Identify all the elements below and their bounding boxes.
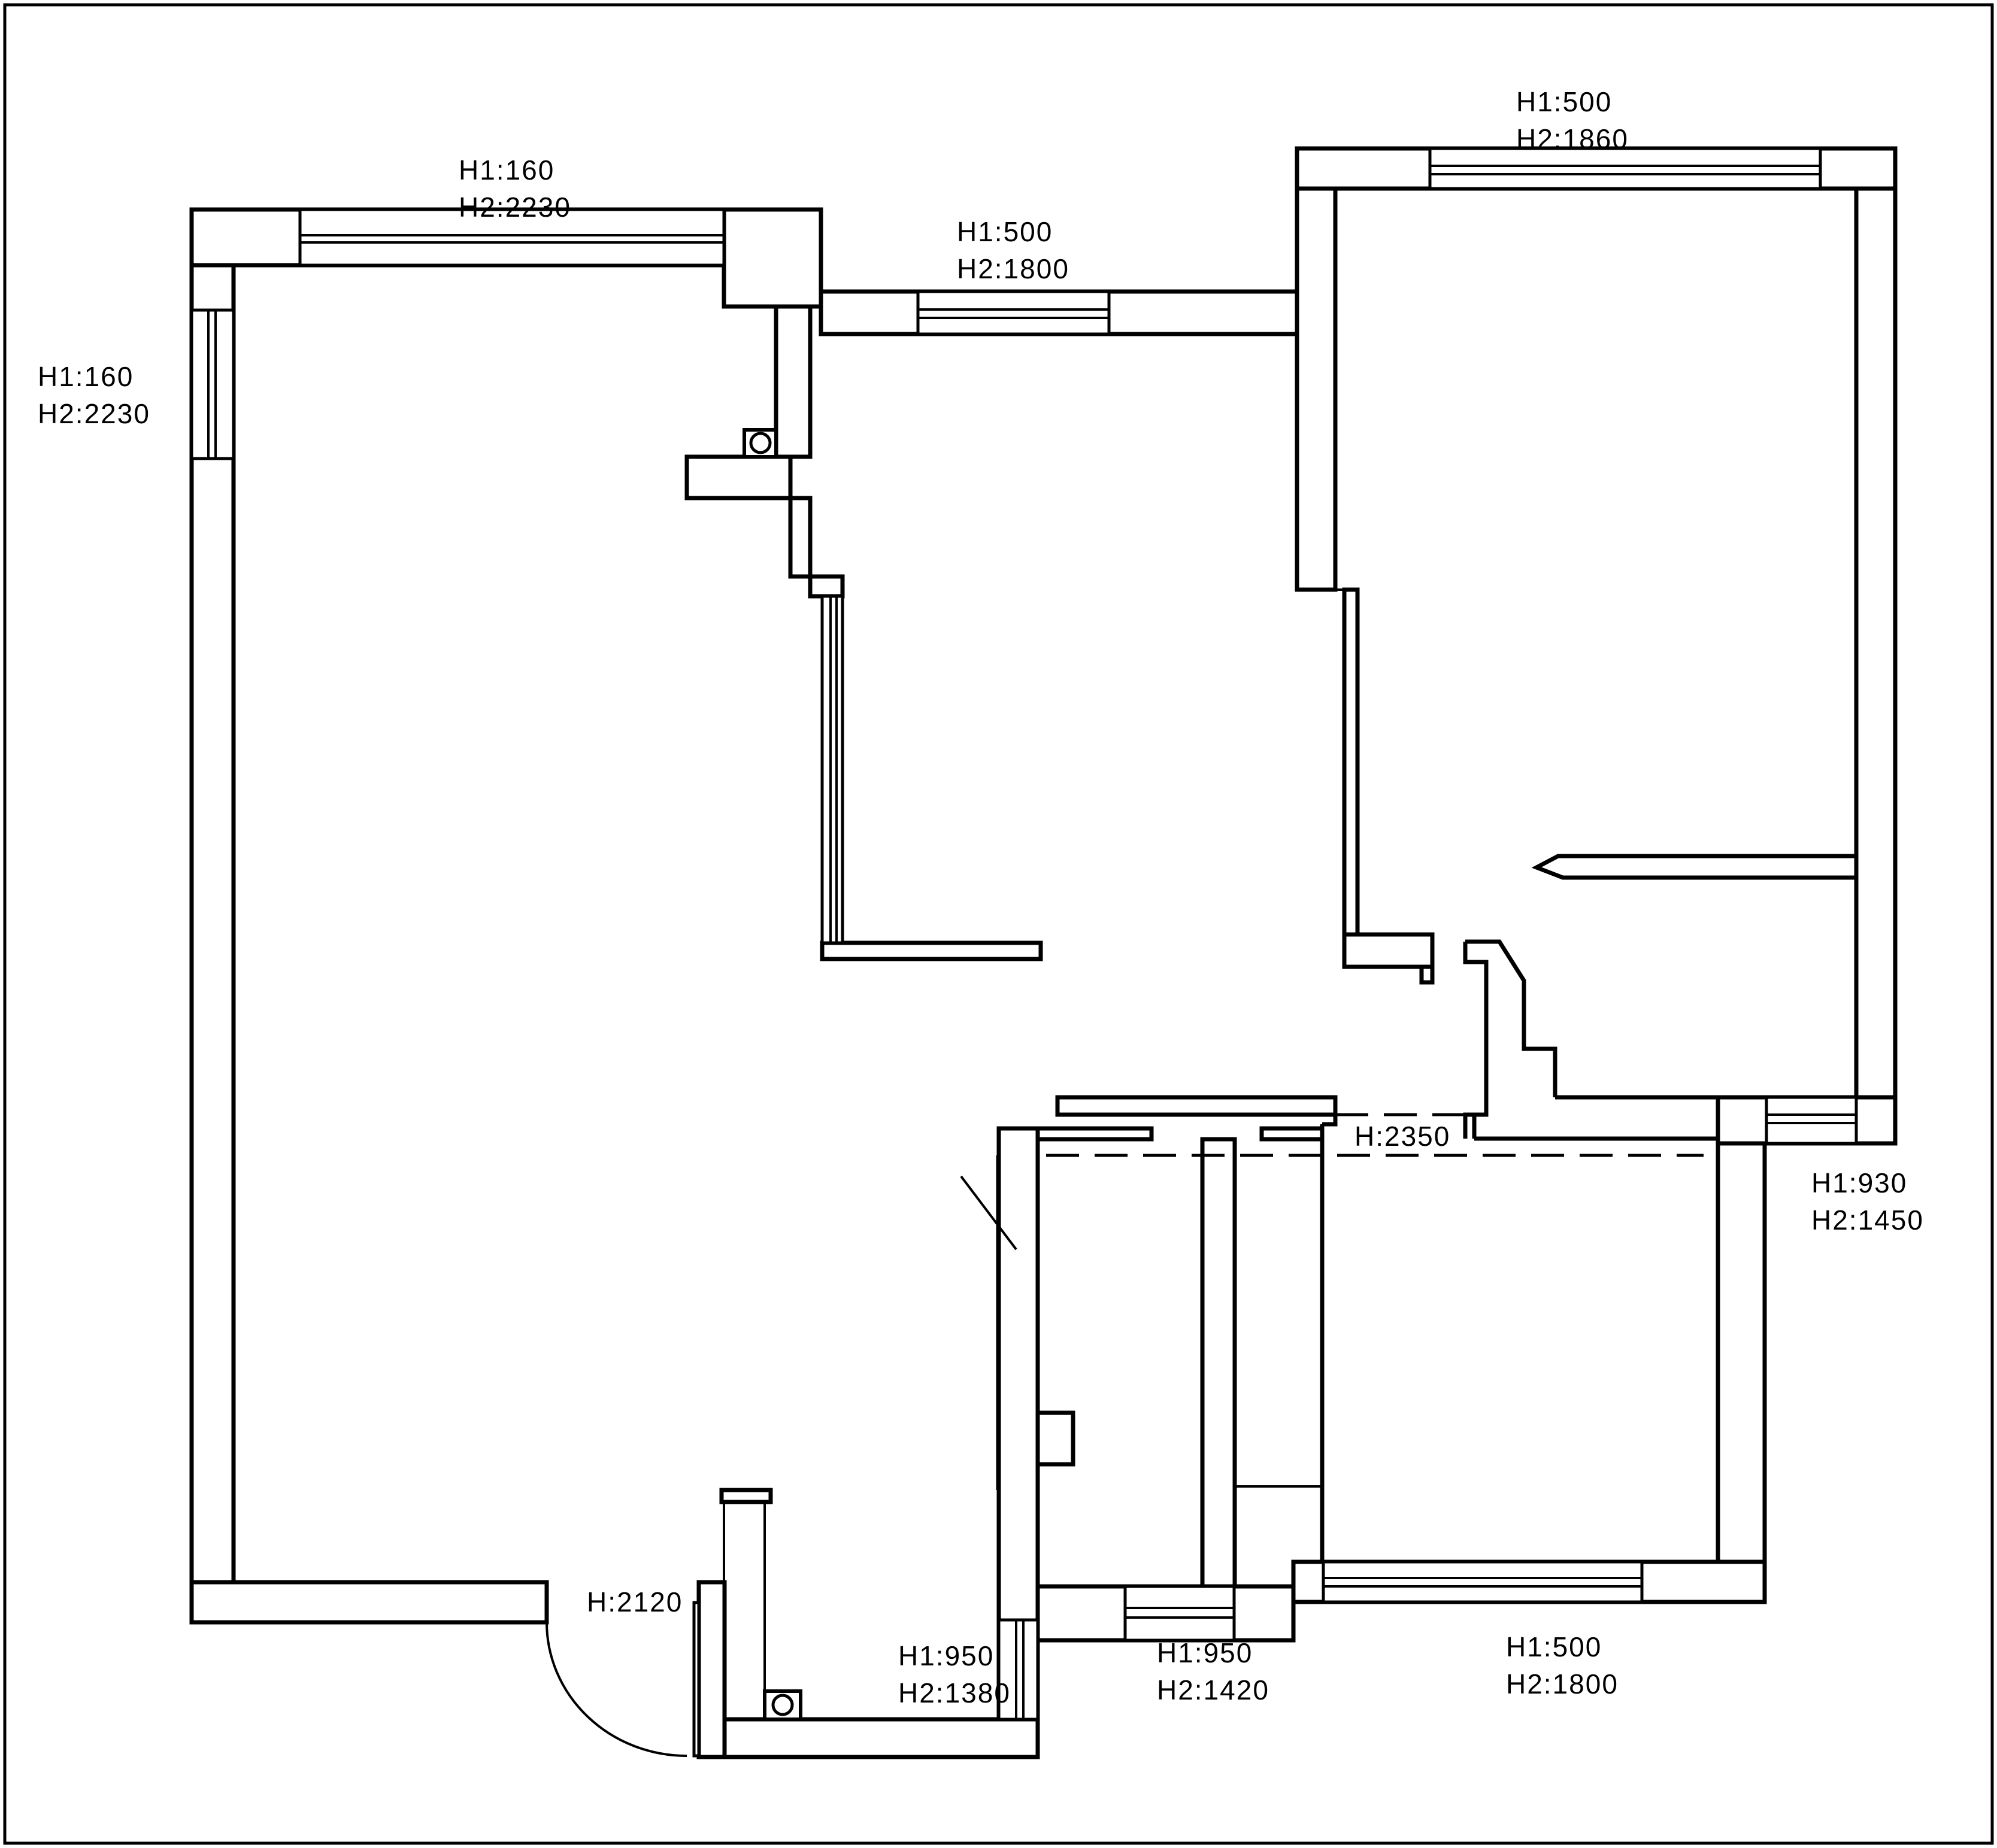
window-topleft-frame	[298, 208, 726, 267]
dimension-label-win-botmid-h1: H1:950	[1157, 1637, 1253, 1668]
window-topleft	[298, 208, 726, 267]
entry-door	[546, 1601, 701, 1758]
door-swing-arc	[546, 1622, 687, 1757]
window-topright-frame	[1428, 147, 1822, 190]
column-circle-kitchen	[749, 432, 772, 454]
wall-kitchen-left-mid	[788, 496, 813, 579]
window-botright-frame	[1322, 1560, 1644, 1604]
wall-divider-kitchen-bedroom-lower	[1342, 587, 1360, 937]
window-midtop	[916, 290, 1111, 336]
dimension-label-win-botmid-h2: H2:1420	[1157, 1674, 1269, 1706]
dimension-label-win-right-h2: H2:1450	[1811, 1204, 1924, 1236]
symbols	[743, 428, 802, 1721]
wall-botright-left-jog	[1322, 1115, 1338, 1127]
wall-vestibule-bottom	[722, 1717, 1040, 1759]
wall-botmid-top-right	[1259, 1126, 1325, 1142]
window-vestibule-frame	[997, 1618, 1040, 1721]
dimension-label-win-topleft-h2: H2:2230	[459, 192, 571, 223]
wall-entry-jamb	[696, 1580, 727, 1759]
dimension-labels: H1:160H2:2230H1:160H2:2230H1:500H2:1800H…	[38, 86, 1924, 1709]
dimension-label-win-vestibule-h1: H1:950	[898, 1640, 994, 1671]
window-botmid-frame	[1123, 1585, 1236, 1642]
wall-bottom-left	[189, 1580, 549, 1625]
door-leaf	[692, 1601, 701, 1758]
dimension-label-win-topleft-h1: H1:160	[459, 154, 554, 186]
wall-botmid-right	[1200, 1137, 1237, 1589]
door-leaf-angled	[960, 1175, 1017, 1251]
dimension-label-win-midtop-h2: H2:1800	[957, 253, 1069, 284]
wall-exterior-right-upper	[1854, 186, 1898, 1146]
wall-entry-closet-top	[719, 1488, 773, 1504]
dimension-label-win-botright-h1: H1:500	[1506, 1631, 1602, 1662]
dimension-label-win-right-h1: H1:930	[1811, 1167, 1907, 1198]
window-botmid	[1123, 1585, 1236, 1642]
column-circle-entry	[771, 1694, 794, 1716]
wall-divider-foot-stub	[1419, 964, 1435, 985]
window-botright	[1322, 1560, 1644, 1604]
wall-topleft-corner-block	[722, 207, 823, 309]
wall-divider-kitchen-bedroom-upper	[1295, 186, 1338, 592]
wall-hall-header	[1055, 1095, 1338, 1117]
dimension-label-door-entry-h: H:2120	[587, 1586, 683, 1618]
dimension-label-opening-h2350: H:2350	[1354, 1121, 1450, 1152]
wall-kitchen-bottom	[820, 940, 1043, 961]
wall-kitchen-left-horizontal	[684, 454, 793, 500]
window-midtop-frame	[916, 290, 1111, 336]
wall-botmid-stub	[1035, 1410, 1075, 1467]
dashed-openings	[1046, 1113, 1704, 1157]
window-left-frame	[190, 308, 235, 460]
windows	[190, 147, 1858, 1721]
wall-kitchen-left-upper	[774, 304, 813, 459]
window-right-frame	[1765, 1096, 1858, 1145]
wall-divider-foot	[1342, 932, 1435, 969]
dimension-label-win-botright-h2: H2:1800	[1506, 1668, 1619, 1700]
window-left	[190, 308, 235, 460]
dimension-label-win-topright-h2: H2:1860	[1516, 123, 1629, 154]
wall-kitchen-left-jog	[808, 574, 845, 599]
window-right	[1765, 1096, 1858, 1145]
dimension-label-win-midtop-h1: H1:500	[957, 216, 1053, 247]
window-vestibule	[997, 1618, 1040, 1721]
dimension-label-win-vestibule-h2: H2:1380	[898, 1677, 1011, 1709]
dimension-label-win-left-h2: H2:2230	[38, 398, 150, 429]
sliding-element-arrow	[1531, 854, 1856, 880]
dimension-label-win-topright-h1: H1:500	[1516, 86, 1612, 117]
walls	[189, 146, 1898, 1759]
window-kitchen-strip	[820, 594, 844, 945]
flue-left-outline	[1463, 942, 1489, 1139]
dimension-label-win-left-h1: H1:160	[38, 361, 134, 392]
window-kitchen-frame	[820, 594, 844, 945]
window-topright	[1428, 147, 1822, 190]
flue-right-outline	[1465, 939, 1557, 1097]
page-border	[3, 3, 1994, 1845]
